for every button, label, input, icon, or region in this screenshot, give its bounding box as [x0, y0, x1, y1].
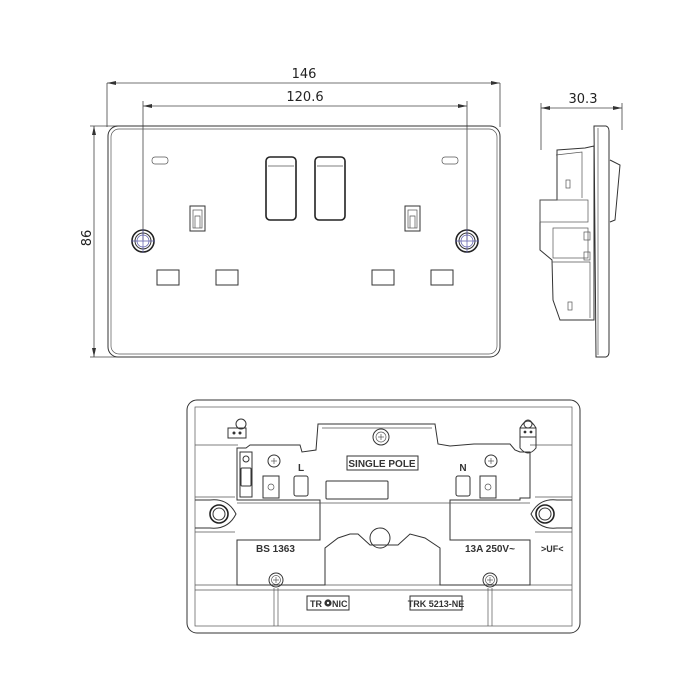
switch-left — [265, 156, 297, 221]
standard-label: BS 1363 — [256, 544, 295, 555]
fixing-screw-right — [455, 229, 479, 253]
dimension-height: 86 — [80, 125, 122, 358]
terminal-screw-top — [372, 428, 390, 446]
front-view: 146 120.6 86 — [80, 67, 501, 358]
live-terminal-label: L — [298, 463, 304, 474]
side-view: 30.3 — [539, 92, 623, 358]
neutral-terminal-block — [479, 454, 498, 499]
front-plate — [107, 125, 501, 358]
single-pole-label-box — [346, 455, 419, 471]
dimension-depth: 30.3 — [540, 92, 623, 150]
rear-view: SINGLE POLE L N — [186, 399, 581, 634]
rear-plate — [186, 399, 581, 634]
neon-indicator-right — [441, 156, 459, 165]
fixing-centres-label: 120.6 — [286, 90, 323, 105]
model-label-box — [409, 595, 463, 611]
dimension-overall-width: 146 — [106, 67, 501, 127]
overall-width-label: 146 — [292, 67, 317, 82]
centre-hole — [369, 527, 391, 549]
brand-right-text: NIC — [332, 599, 348, 609]
brand-logo: TR NIC — [306, 595, 350, 611]
slot-right-l — [371, 269, 395, 286]
hanging-lug-right — [519, 419, 537, 454]
material-label: >UF< — [541, 544, 564, 554]
fixing-hole-right — [530, 499, 572, 529]
dimension-fixing-centres: 120.6 — [142, 90, 468, 240]
single-pole-label: SINGLE POLE — [348, 459, 416, 470]
slot-left-n — [215, 269, 239, 286]
fixing-hole-left — [195, 499, 237, 529]
height-label: 86 — [80, 230, 95, 247]
fixing-screw-left — [131, 229, 155, 253]
model-label: TRK 5213-NE — [408, 599, 465, 609]
slot-left-l — [156, 269, 180, 286]
switch-right — [314, 156, 346, 221]
rating-label: 13A 250V~ — [465, 544, 515, 555]
brand-left-text: TR — [310, 599, 322, 609]
terminal-screw-bottom-right — [482, 572, 498, 626]
live-terminal — [293, 475, 309, 497]
earth-slot-right — [404, 205, 421, 232]
slot-right-n — [430, 269, 454, 286]
neon-indicator-left — [151, 156, 169, 165]
earth-terminal — [239, 451, 281, 499]
neutral-terminal — [455, 475, 471, 497]
neutral-terminal-label: N — [459, 463, 466, 474]
depth-label: 30.3 — [569, 92, 598, 107]
earth-slot-left — [189, 205, 206, 232]
hanging-lug-left — [227, 418, 247, 439]
terminal-screw-bottom-left — [268, 572, 284, 626]
